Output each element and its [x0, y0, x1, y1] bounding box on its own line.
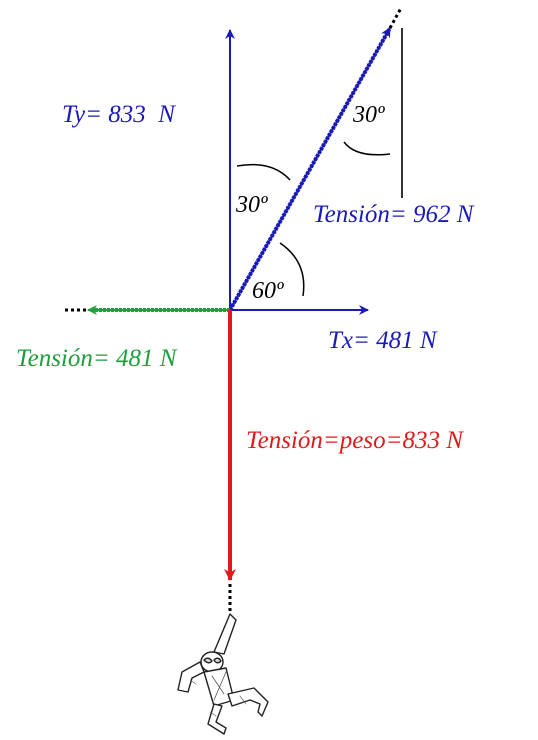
- tension-481-label: Tensión= 481 N: [16, 345, 178, 372]
- tension-peso-label: Tensión=peso=833 N: [246, 427, 464, 454]
- angle-label-mid: 30º: [235, 192, 268, 218]
- tension-962-label: Tensión= 962 N: [313, 201, 475, 228]
- ty-label: Ty= 833 N: [62, 101, 176, 128]
- spiderman-hanging-icon: [177, 613, 269, 735]
- angle-label-top: 30º: [352, 102, 385, 128]
- angle-arc-low: [279, 242, 305, 297]
- tension-962-arrow: [229, 27, 391, 311]
- tension-962-rope-extension: [388, 7, 403, 29]
- angle-arc-mid: [236, 163, 291, 181]
- angle-label-low: 60º: [252, 278, 284, 304]
- angle-arc-top: [343, 141, 391, 156]
- tx-label: Tx= 481 N: [328, 327, 438, 354]
